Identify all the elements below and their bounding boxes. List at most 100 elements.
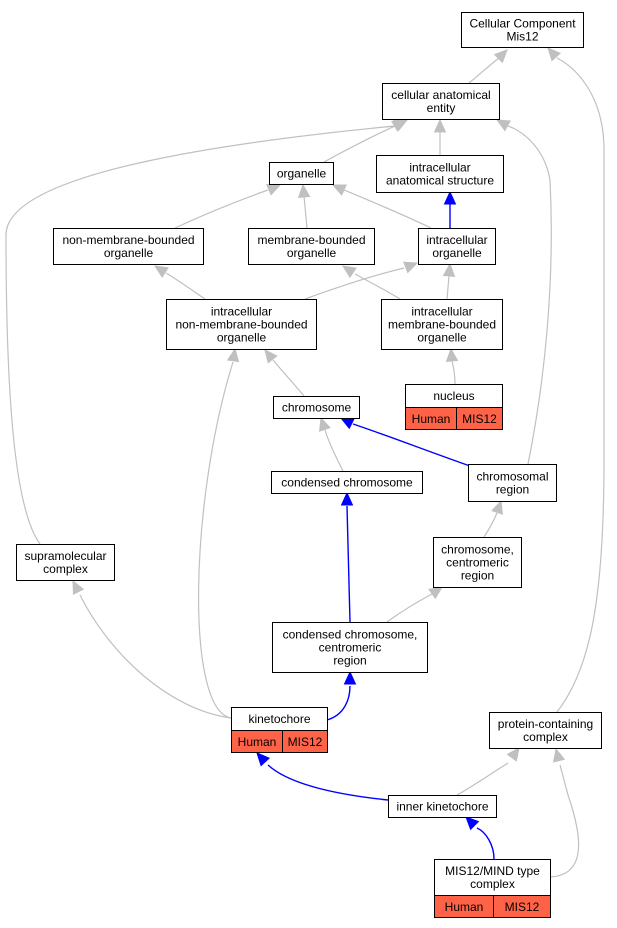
node-label: complex xyxy=(43,562,88,576)
node-label: organelle xyxy=(287,246,337,260)
node-label: chromosome, xyxy=(441,543,514,557)
node-label: intracellular xyxy=(411,305,472,319)
node-label: cellular anatomical xyxy=(391,88,490,102)
node-label: non-membrane-bounded xyxy=(62,233,194,247)
arrowhead xyxy=(495,119,511,132)
annotation-species-badge: Human xyxy=(231,730,283,753)
arrowhead xyxy=(339,417,355,430)
node-label: inner kinetochore xyxy=(396,800,488,814)
annotation-label: Human xyxy=(445,900,484,914)
edge-is-a xyxy=(483,499,504,538)
edge-is-a xyxy=(72,579,232,719)
node-label: condensed chromosome xyxy=(281,476,413,490)
node-label: nucleus xyxy=(433,389,474,403)
arrowhead xyxy=(331,184,347,196)
arrowhead xyxy=(491,499,504,515)
arrowhead xyxy=(318,416,331,432)
node-label: protein-containing xyxy=(498,717,593,731)
arrowhead xyxy=(433,118,447,133)
arrowhead xyxy=(506,747,520,762)
node-label: region xyxy=(461,569,494,583)
edge-part-of xyxy=(443,190,457,228)
edge-is-a xyxy=(318,416,344,472)
arrowhead xyxy=(403,261,419,274)
edge-is-a xyxy=(174,184,282,229)
annotation-label: MIS12 xyxy=(505,900,540,914)
edge-is-a xyxy=(495,119,552,465)
node-intracellular-non-membrane-bounded-organelle[interactable]: intracellularnon-membrane-boundedorganel… xyxy=(166,299,317,350)
arrowhead xyxy=(428,586,443,600)
node-label: Cellular Component xyxy=(469,17,576,31)
arrowhead xyxy=(343,670,357,685)
arrowhead xyxy=(256,752,271,767)
node-label: membrane-bounded xyxy=(257,233,365,247)
node-label: organelle xyxy=(217,331,267,345)
node-label: organelle xyxy=(277,167,327,181)
arrowhead xyxy=(297,183,311,199)
node-label: intracellular xyxy=(409,161,470,175)
edge-is-a xyxy=(442,262,456,300)
edge-part-of xyxy=(256,752,389,801)
annotation-species-badge: Human xyxy=(434,895,494,918)
annotation-label: Human xyxy=(238,735,277,749)
node-label: non-membrane-bounded xyxy=(175,318,307,332)
edges-layer xyxy=(5,47,605,878)
annotation-label: Human xyxy=(412,412,451,426)
arrowhead xyxy=(153,265,169,279)
node-label: complex xyxy=(470,877,515,891)
edge-is-a xyxy=(433,118,447,155)
node-label: complex xyxy=(523,730,568,744)
node-label: entity xyxy=(427,101,456,115)
edge-is-a xyxy=(456,747,520,796)
edge-part-of xyxy=(465,816,495,860)
edge-is-a xyxy=(264,349,305,397)
arrowhead xyxy=(72,579,85,595)
node-label: Mis12 xyxy=(506,30,538,44)
node-label: organelle xyxy=(104,246,154,260)
edge-is-a xyxy=(5,119,409,545)
node-label: MIS12/MIND type xyxy=(445,864,540,878)
annotation-gene-badge: MIS12 xyxy=(493,895,551,918)
edge-is-a xyxy=(342,265,401,300)
node-label: centromeric xyxy=(319,641,382,655)
node-label: centromeric xyxy=(446,556,509,570)
edge-is-a xyxy=(304,261,419,300)
edge-is-a xyxy=(197,347,240,719)
node-label: anatomical structure xyxy=(386,174,494,188)
arrowhead xyxy=(266,184,282,196)
node-condensed-chromosome[interactable]: condensed chromosome xyxy=(271,471,423,494)
node-label: organelle xyxy=(417,331,467,345)
annotation-gene-badge: MIS12 xyxy=(456,407,503,430)
annotation-species-badge: Human xyxy=(405,407,457,430)
node-inner-kinetochore[interactable]: inner kinetochore xyxy=(388,795,497,818)
node-organelle[interactable]: organelle xyxy=(269,162,334,185)
edge-is-a xyxy=(547,47,605,713)
edge-is-a xyxy=(549,747,580,878)
arrowhead xyxy=(340,491,354,506)
edge-is-a xyxy=(445,347,459,385)
edge-is-a xyxy=(153,265,206,300)
arrowhead xyxy=(442,262,456,277)
node-chromosome[interactable]: chromosome xyxy=(273,396,360,419)
arrowhead xyxy=(443,190,457,205)
arrowhead xyxy=(342,265,357,279)
arrowhead xyxy=(465,816,480,831)
node-label: supramolecular xyxy=(24,549,106,563)
